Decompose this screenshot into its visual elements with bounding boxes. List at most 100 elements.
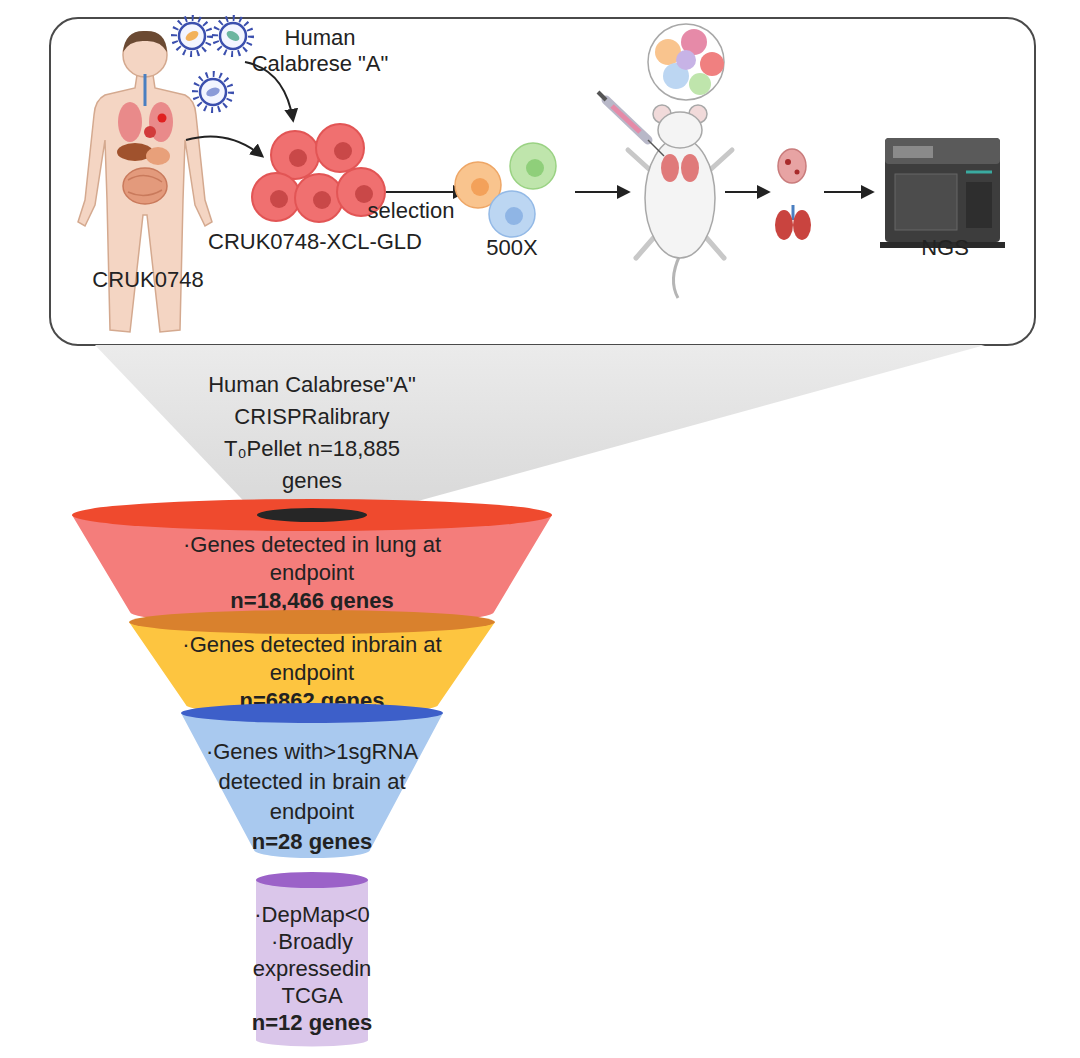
tier-rim <box>256 872 368 888</box>
flow-arrow <box>824 191 872 193</box>
mouse-injection <box>676 50 696 70</box>
virus-particles <box>195 74 231 110</box>
mouse-injection <box>648 24 724 100</box>
panel-frame <box>50 18 1035 345</box>
tier-rim <box>72 499 552 531</box>
tier-shape <box>50 345 1035 521</box>
sequencer-machine <box>966 171 992 174</box>
human-figure <box>123 31 167 52</box>
mouse-injection <box>612 106 640 132</box>
virus-particles <box>205 86 221 98</box>
tier-text-box: ·Genes detected in lung at endpointn=18,… <box>147 531 477 615</box>
human-figure <box>128 175 162 195</box>
flow-arrow <box>186 62 872 192</box>
tumour-cells <box>271 131 319 179</box>
tier-text: Human Calabrese"A" CRISPRalibrary T₀Pell… <box>197 369 427 497</box>
human-figure <box>146 147 170 165</box>
human-figure <box>118 102 142 142</box>
mouse-injection <box>681 154 699 182</box>
virus-particles <box>215 18 251 54</box>
tumour-cells <box>316 124 364 172</box>
harvested-organs <box>785 159 791 165</box>
harvested-organs <box>778 149 806 183</box>
mouse-injection <box>658 112 702 148</box>
virus-particles <box>174 18 251 110</box>
gene-count: n=28 genes <box>187 827 437 857</box>
tier-text: ·Broadly expressedin TCGA <box>247 928 377 1009</box>
gene-count: n=12 genes <box>247 1009 377 1036</box>
flow-arrow <box>575 191 628 193</box>
mouse-injection <box>661 154 679 182</box>
tier-text: ·Genes detected in lung at endpoint <box>147 531 477 587</box>
selected-cells <box>455 143 556 237</box>
selected-cells <box>489 191 535 237</box>
tier-body <box>72 515 552 625</box>
tier-text-box: ·Genes detected inbrain at endpointn=686… <box>152 631 472 715</box>
mouse-injection <box>648 140 664 156</box>
human-figure <box>144 74 147 106</box>
selected-cells <box>510 143 556 189</box>
tier-text-box: Human Calabrese"A" CRISPRalibrary T₀Pell… <box>197 369 427 497</box>
tier-text-box: ·DepMap<0·Broadly expressedin TCGAn=12 g… <box>247 901 377 1036</box>
tier-body <box>129 622 495 715</box>
virus-particles <box>200 79 226 105</box>
mouse-injection <box>689 73 711 95</box>
sequencer-machine <box>966 182 992 228</box>
selected-cells <box>471 178 489 196</box>
sequencer-machine <box>885 138 1000 242</box>
tier-text: ·Genes with>1sgRNA detected in brain at … <box>187 737 437 827</box>
tumour-cells <box>289 149 307 167</box>
sequencer-machine <box>880 138 1005 248</box>
panel-label: NGS <box>895 235 995 261</box>
mouse-injection <box>598 92 606 100</box>
tier-text-box: ·Genes with>1sgRNA detected in brain at … <box>187 737 437 857</box>
mouse-injection <box>645 138 715 258</box>
tier-rim <box>129 610 495 634</box>
human-figure <box>144 126 156 138</box>
mouse-injection <box>606 100 648 140</box>
panel-label: CRUK0748 <box>68 267 228 293</box>
virus-particles <box>220 23 246 49</box>
funnel-tier: ·Genes detected in lung at endpointn=18,… <box>72 499 552 628</box>
mouse-injection <box>700 52 724 76</box>
panel-label: CRUK0748-XCL-GLD <box>185 229 445 255</box>
mouse-injection <box>628 150 650 170</box>
zoom-cone-shape <box>95 345 985 515</box>
human-figure <box>158 114 167 123</box>
funnel-tier: ·Genes with>1sgRNA detected in brain at … <box>181 703 443 860</box>
funnel-tier: ·DepMap<0·Broadly expressedin TCGAn=12 g… <box>256 872 368 1048</box>
flow-arrow <box>186 136 262 156</box>
mouse-injection <box>636 235 656 258</box>
mouse-injection <box>704 235 724 258</box>
panel-label: selection <box>351 198 471 224</box>
harvested-organs <box>793 210 811 240</box>
tumour-cells <box>252 124 385 222</box>
harvested-organs <box>775 149 811 240</box>
tumour-cells <box>295 174 343 222</box>
tier-text: ·DepMap<0 <box>247 901 377 928</box>
funnel-tier: ·Genes detected inbrain at endpointn=686… <box>129 610 495 717</box>
tier-text: ·Genes detected inbrain at endpoint <box>152 631 472 687</box>
human-figure <box>78 75 212 332</box>
harvested-organs <box>792 205 795 220</box>
mouse-injection <box>673 255 680 298</box>
virus-particles <box>225 29 241 43</box>
panel-label: Human Calabrese "A" <box>240 25 400 77</box>
harvested-organs <box>775 210 793 240</box>
sequencer-machine <box>895 174 957 230</box>
tier-rim <box>181 703 443 723</box>
sequencer-machine <box>893 146 933 158</box>
tumour-cells <box>334 142 352 160</box>
tumour-cells <box>252 173 300 221</box>
virus-particles <box>184 29 200 43</box>
selected-cells <box>505 207 523 225</box>
harvested-organs <box>795 170 800 175</box>
tumour-cells <box>313 191 331 209</box>
virus-particles <box>174 18 210 54</box>
zoom-cone: Human Calabrese"A" CRISPRalibrary T₀Pell… <box>50 345 1035 521</box>
flow-arrow <box>386 191 464 193</box>
tier-body <box>181 713 443 858</box>
panel-label: 500X <box>462 235 562 261</box>
flow-arrow <box>725 191 768 193</box>
